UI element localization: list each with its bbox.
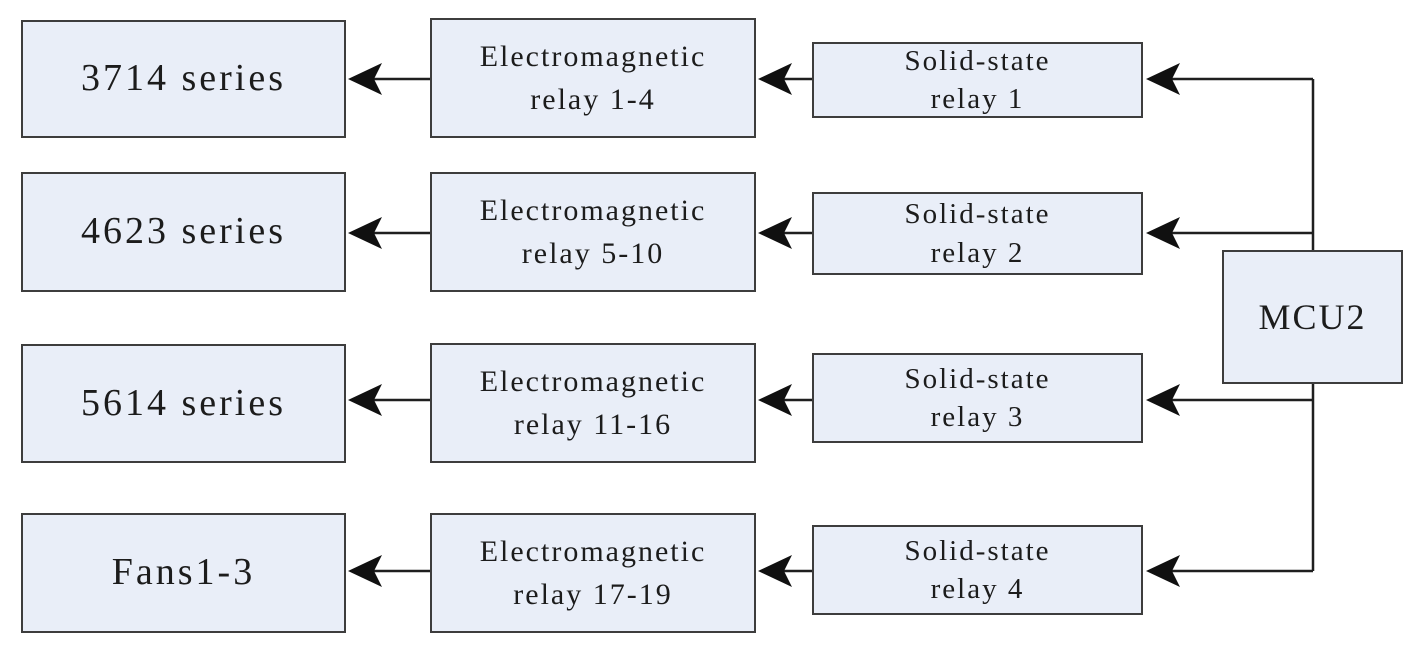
node-output-5614-series: 5614 series — [21, 344, 346, 463]
arrow-em-to-output-1 — [348, 63, 430, 95]
node-label-line2: relay 1 — [930, 83, 1025, 115]
node-label-line2: relay 2 — [930, 236, 1025, 269]
node-label-line1: Solid-state — [904, 198, 1051, 231]
node-solid-state-relay-1: Solid-state relay 1 — [812, 42, 1143, 118]
node-solid-state-relay-4: Solid-state relay 4 — [812, 525, 1143, 615]
node-label: 3714 series — [80, 57, 287, 100]
node-label: MCU2 — [1258, 296, 1367, 337]
node-label-line1: Solid-state — [904, 534, 1051, 567]
node-label-line1: Solid-state — [904, 44, 1051, 77]
node-label-line1: Solid-state — [904, 362, 1051, 395]
node-label-line2: relay 5-10 — [521, 237, 665, 270]
node-electromagnetic-relay-17-19: Electromagnetic relay 17-19 — [430, 513, 756, 633]
arrow-mcu-to-ss-4 — [1146, 555, 1313, 587]
arrow-mcu-to-ss-1 — [1146, 63, 1313, 95]
arrow-em-to-output-4 — [348, 555, 430, 587]
node-label-line1: Electromagnetic — [479, 193, 707, 227]
node-label-line2: relay 17-19 — [513, 578, 673, 611]
arrow-ss-to-em-2 — [758, 217, 812, 249]
node-label-line2: relay 4 — [930, 573, 1025, 605]
node-electromagnetic-relay-1-4: Electromagnetic relay 1-4 — [430, 18, 756, 138]
node-label-line2: relay 3 — [930, 401, 1025, 433]
node-output-fans-1-3: Fans1-3 — [21, 513, 346, 633]
node-label: 5614 series — [80, 381, 287, 424]
arrow-mcu-to-ss-3 — [1146, 384, 1313, 416]
node-solid-state-relay-3: Solid-state relay 3 — [812, 353, 1143, 443]
node-solid-state-relay-2: Solid-state relay 2 — [812, 192, 1143, 275]
node-label-line1: Electromagnetic — [479, 534, 707, 568]
node-label: 4623 series — [80, 210, 287, 253]
node-label-line1: Electromagnetic — [479, 364, 707, 398]
arrow-em-to-output-2 — [348, 217, 430, 249]
arrow-ss-to-em-1 — [758, 63, 812, 95]
arrow-em-to-output-3 — [348, 384, 430, 416]
node-label-line1: Electromagnetic — [479, 39, 707, 73]
node-output-4623-series: 4623 series — [21, 172, 346, 292]
node-label: Fans1-3 — [111, 551, 256, 594]
node-output-3714-series: 3714 series — [21, 20, 346, 138]
node-electromagnetic-relay-5-10: Electromagnetic relay 5-10 — [430, 172, 756, 292]
node-electromagnetic-relay-11-16: Electromagnetic relay 11-16 — [430, 343, 756, 463]
node-label-line2: relay 1-4 — [530, 83, 656, 116]
node-label-line2: relay 11-16 — [513, 408, 673, 441]
arrow-ss-to-em-3 — [758, 384, 812, 416]
arrow-mcu-to-ss-2 — [1146, 217, 1313, 249]
node-mcu2: MCU2 — [1222, 250, 1403, 384]
arrow-ss-to-em-4 — [758, 555, 812, 587]
